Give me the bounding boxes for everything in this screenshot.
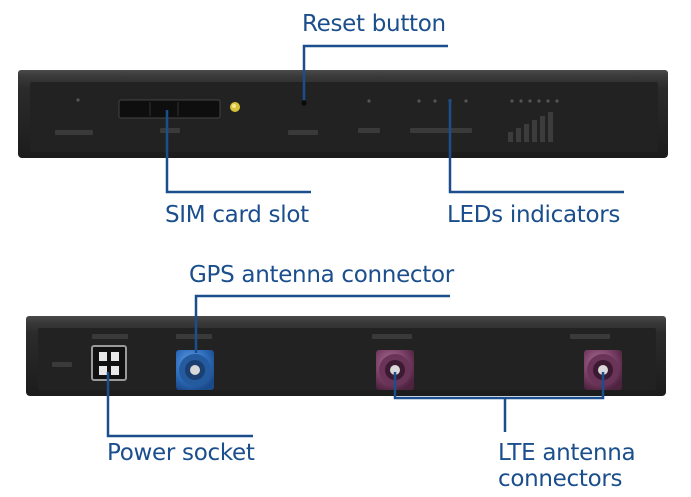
gps-connector xyxy=(176,350,214,390)
led-dot xyxy=(464,99,468,103)
callout-lines xyxy=(106,44,624,438)
led-dot xyxy=(519,99,523,103)
led-dot xyxy=(433,99,437,103)
led-dot xyxy=(417,99,421,103)
led-dot xyxy=(537,99,541,103)
power-led-highlight xyxy=(232,104,236,108)
reset-callout-line xyxy=(302,44,448,100)
lte-label-line-2: connectors xyxy=(498,466,623,492)
sim-slot xyxy=(118,99,221,119)
lte-connector-1 xyxy=(376,350,414,390)
power-socket-label: Power socket xyxy=(107,440,255,466)
lte-connector-2 xyxy=(584,350,622,390)
led-dot xyxy=(528,99,532,103)
power-callout-line xyxy=(106,372,253,438)
rear-device-panel xyxy=(38,328,656,390)
led-dot xyxy=(555,99,559,103)
sim-callout-line xyxy=(165,110,311,194)
lte-antenna-connectors-label: LTE antenna connectors xyxy=(498,440,636,492)
gps-antenna-connector-label: GPS antenna connector xyxy=(189,262,454,288)
leds-callout-line xyxy=(448,99,624,194)
gps-callout-line xyxy=(194,294,450,353)
leds-indicators-label: LEDs indicators xyxy=(447,202,621,228)
led-dot xyxy=(546,99,550,103)
signal-bars-icon xyxy=(508,112,553,142)
power-socket xyxy=(91,345,127,381)
reset-hole xyxy=(301,100,307,106)
rear-device xyxy=(26,316,666,396)
printed-marks xyxy=(52,334,610,367)
reset-button-label: Reset button xyxy=(302,11,446,37)
indicator-dot xyxy=(367,99,371,103)
printed-marks xyxy=(55,128,472,135)
sim-card-slot-label: SIM card slot xyxy=(165,202,309,228)
led-dot xyxy=(510,99,514,103)
front-device xyxy=(18,70,668,158)
lte-label-line-1: LTE antenna xyxy=(498,440,636,466)
lte-callout-line xyxy=(393,372,605,400)
indicator-dot xyxy=(76,98,80,102)
